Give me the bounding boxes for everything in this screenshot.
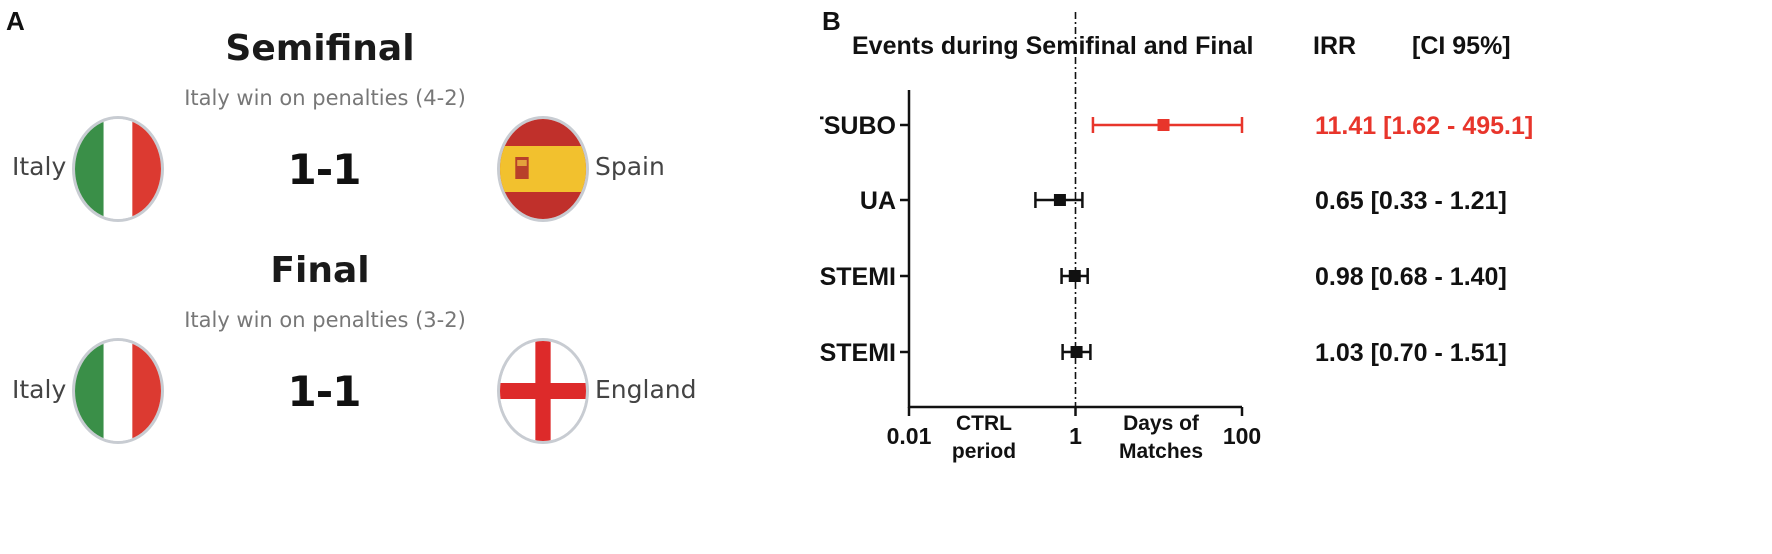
point-estimate-marker <box>1053 194 1066 206</box>
x-tick-label: 0.01 <box>887 423 932 449</box>
panel-label-a: A <box>6 6 25 36</box>
irr-ci-value: 11.41 [1.62 - 495.1] <box>1315 112 1533 140</box>
semifinal-home-team: Italy <box>12 152 67 181</box>
irr-ci-value: 0.98 [0.68 - 1.40] <box>1315 263 1507 291</box>
final-away-team: England <box>595 375 697 404</box>
semifinal-subtitle: Italy win on penalties (4-2) <box>184 86 466 110</box>
italy-flag-icon <box>72 338 164 444</box>
point-estimate-marker <box>1070 346 1083 358</box>
final-score: 1-1 <box>287 367 362 416</box>
point-estimate-marker <box>1068 270 1081 282</box>
italy-flag-red-band <box>132 119 161 219</box>
chart-title: Events during Semifinal and Final <box>852 32 1253 60</box>
row-label: STEMI <box>820 339 896 367</box>
england-flag-cross-horizontal <box>500 383 586 399</box>
spain-flag-icon <box>497 116 589 222</box>
x-tick-label: 1 <box>1069 423 1082 449</box>
semifinal-score: 1-1 <box>287 145 362 194</box>
italy-flag-icon <box>72 116 164 222</box>
panel-label-b: B <box>822 6 841 36</box>
days-region-label-line2: Matches <box>1119 440 1203 463</box>
final-home-team: Italy <box>12 375 67 404</box>
point-estimate-marker <box>1157 119 1170 131</box>
irr-column-header: IRR <box>1313 32 1356 60</box>
x-axis-ticks: 0.01 1 100 <box>887 407 1261 449</box>
semifinal-away-team: Spain <box>595 152 665 181</box>
italy-flag-green-band <box>75 341 104 441</box>
ctrl-region-label-line2: period <box>952 440 1016 463</box>
england-flag-icon <box>497 338 589 444</box>
final-subtitle: Italy win on penalties (3-2) <box>184 308 466 332</box>
ci-column-header: [CI 95%] <box>1412 32 1511 60</box>
semifinal-title: Semifinal <box>225 28 415 69</box>
row-label: TAKOTSUBO <box>820 112 896 140</box>
irr-ci-value: 0.65 [0.33 - 1.21] <box>1315 187 1507 215</box>
italy-flag-green-band <box>75 119 104 219</box>
row-label: UA <box>860 187 896 215</box>
italy-flag-white-band <box>103 341 133 441</box>
italy-flag-white-band <box>103 119 133 219</box>
irr-ci-value: 1.03 [0.70 - 1.51] <box>1315 339 1507 367</box>
forest-plot: Events during Semifinal and Final IRR [C… <box>820 12 1533 463</box>
final-title: Final <box>270 250 370 291</box>
row-label: NSTEMI <box>820 263 896 291</box>
forest-rows: TAKOTSUBO 11.41 [1.62 - 495.1] UA 0.65 [0.3… <box>820 112 1533 367</box>
italy-flag-red-band <box>132 341 161 441</box>
spain-flag-yellow <box>500 146 586 192</box>
ctrl-region-label-line1: CTRL <box>956 412 1012 435</box>
x-tick-label: 100 <box>1223 423 1261 449</box>
days-region-label-line1: Days of <box>1123 412 1200 435</box>
